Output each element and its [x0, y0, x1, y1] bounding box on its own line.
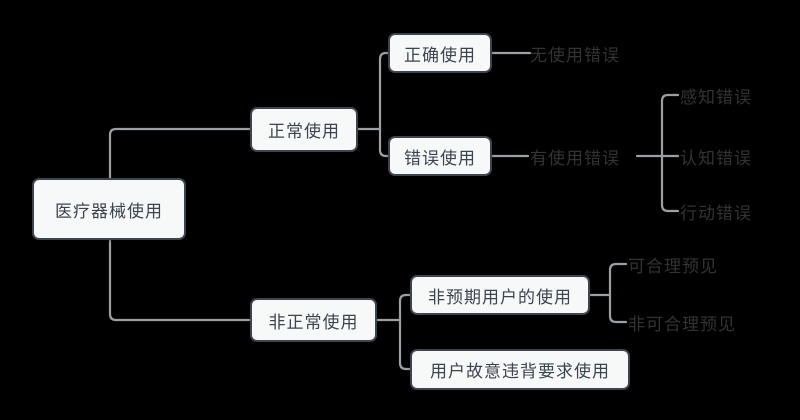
node-root[interactable]: 医疗器械使用: [32, 178, 186, 240]
link-normal-to-wrong: [378, 127, 390, 158]
link-root-to-abnormal: [108, 238, 252, 322]
node-wrong-use-label: 错误使用: [404, 148, 476, 169]
leaf-no-use-error: 无使用错误: [530, 40, 620, 66]
node-correct-use-label: 正确使用: [404, 45, 476, 66]
leaf-action-error-label: 行动错误: [680, 203, 752, 224]
leaf-cognition-error-label: 认知错误: [680, 148, 752, 169]
node-normal-use[interactable]: 正常使用: [250, 107, 358, 152]
leaf-foreseeable-label: 可合理预见: [628, 256, 718, 277]
leaf-has-use-error: 有使用错误: [530, 143, 620, 169]
link-haserror-to-action: [660, 154, 680, 213]
node-abnormal-use-label: 非正常使用: [268, 312, 359, 333]
leaf-not-foreseeable: 非可合理预见: [628, 309, 736, 335]
leaf-foreseeable: 可合理预见: [628, 251, 718, 277]
leaf-perception-error-label: 感知错误: [680, 87, 752, 108]
leaf-not-foreseeable-label: 非可合理预见: [628, 314, 736, 335]
link-normal-to-correct: [378, 51, 390, 131]
leaf-action-error: 行动错误: [680, 198, 752, 224]
leaf-perception-error: 感知错误: [680, 82, 752, 108]
leaf-cognition-error: 认知错误: [680, 143, 752, 169]
node-wrong-use[interactable]: 错误使用: [388, 136, 492, 176]
node-deliberate-violation-use-label: 用户故意违背要求使用: [430, 362, 610, 382]
node-abnormal-use[interactable]: 非正常使用: [250, 298, 377, 342]
link-haserror-to-perception: [660, 93, 680, 158]
node-correct-use[interactable]: 正确使用: [388, 33, 492, 73]
leaf-has-use-error-label: 有使用错误: [530, 148, 620, 169]
link-abnormal-to-unintended: [398, 293, 412, 322]
node-unintended-user-use-label: 非预期用户的使用: [428, 287, 572, 308]
link-unintended-to-foreseeable: [608, 262, 628, 297]
link-root-to-normal: [108, 127, 252, 180]
node-deliberate-violation-use[interactable]: 用户故意违背要求使用: [410, 349, 630, 390]
leaf-no-use-error-label: 无使用错误: [530, 45, 620, 66]
node-normal-use-label: 正常使用: [268, 122, 340, 142]
link-abnormal-to-deliberate: [398, 318, 412, 371]
node-root-label: 医疗器械使用: [55, 201, 163, 222]
node-unintended-user-use[interactable]: 非预期用户的使用: [410, 275, 590, 315]
link-unintended-to-notforeseeable: [608, 293, 628, 324]
